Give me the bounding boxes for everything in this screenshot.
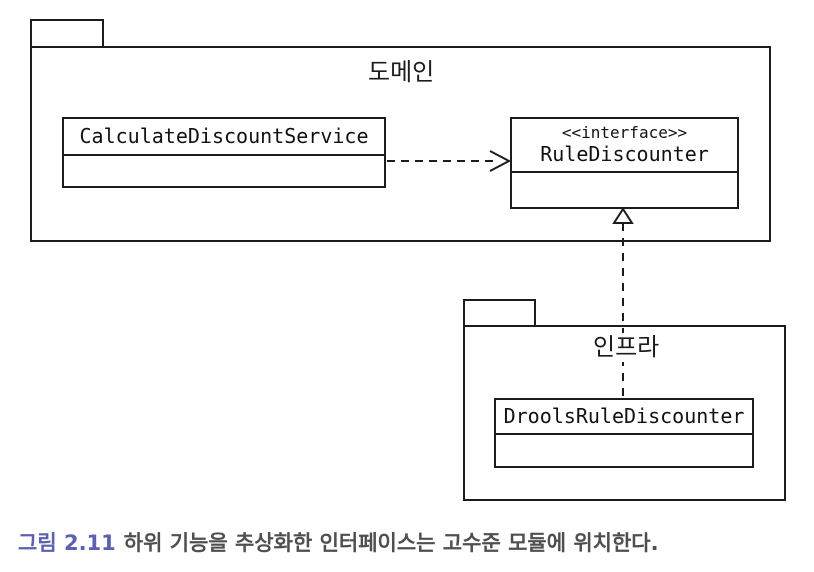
class-name-drools-rule-discounter: DroolsRuleDiscounter [503, 404, 745, 428]
figure-caption-text: 하위 기능을 추상화한 인터페이스는 고수준 모듈에 위치한다. [123, 531, 659, 555]
class-name-compartment: CalculateDiscountService [64, 119, 384, 156]
class-empty-compartment [496, 435, 752, 466]
package-domain-title: 도메인 [363, 58, 440, 87]
figure-caption-number: 그림 2.11 [18, 531, 116, 555]
figure-caption: 그림 2.11 하위 기능을 추상화한 인터페이스는 고수준 모듈에 위치한다. [18, 527, 659, 557]
interface-name-compartment: <<interface>> RuleDiscounter [512, 119, 737, 173]
interface-empty-compartment [512, 173, 737, 207]
class-name-calculate-discount-service: CalculateDiscountService [79, 124, 369, 148]
interface-box-rule-discounter: <<interface>> RuleDiscounter [510, 117, 739, 209]
class-empty-compartment [64, 156, 384, 186]
package-infra-title: 인프라 [588, 333, 665, 362]
class-box-drools-rule-discounter: DroolsRuleDiscounter [494, 398, 754, 468]
package-infra-tab [463, 299, 536, 327]
interface-stereotype-label: <<interface>> [561, 123, 688, 143]
interface-name-rule-discounter: RuleDiscounter [540, 141, 709, 166]
class-box-calculate-discount-service: CalculateDiscountService [62, 117, 386, 188]
package-domain-tab [30, 19, 104, 48]
class-name-compartment: DroolsRuleDiscounter [496, 400, 752, 435]
